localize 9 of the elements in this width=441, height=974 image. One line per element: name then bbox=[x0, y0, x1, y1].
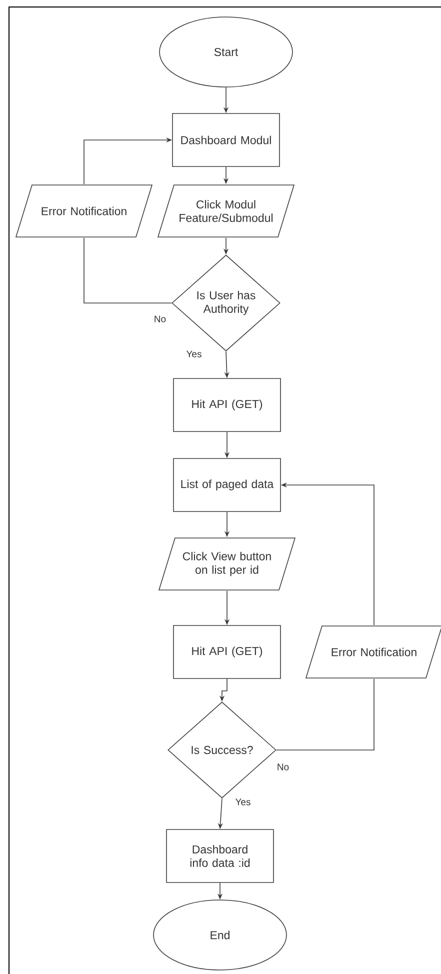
edge-label: No bbox=[276, 762, 290, 772]
process-box: Hit API (GET) bbox=[173, 378, 281, 432]
edge-label: Yes bbox=[234, 798, 252, 806]
edge-label: No bbox=[152, 314, 168, 324]
edge-label: Yes bbox=[185, 350, 203, 358]
process-box: Dashboard Modul bbox=[172, 113, 280, 167]
process-box: Dashboard info data :id bbox=[166, 829, 274, 883]
process-box: List of paged data bbox=[173, 458, 281, 512]
process-box: Hit API (GET) bbox=[173, 625, 281, 679]
